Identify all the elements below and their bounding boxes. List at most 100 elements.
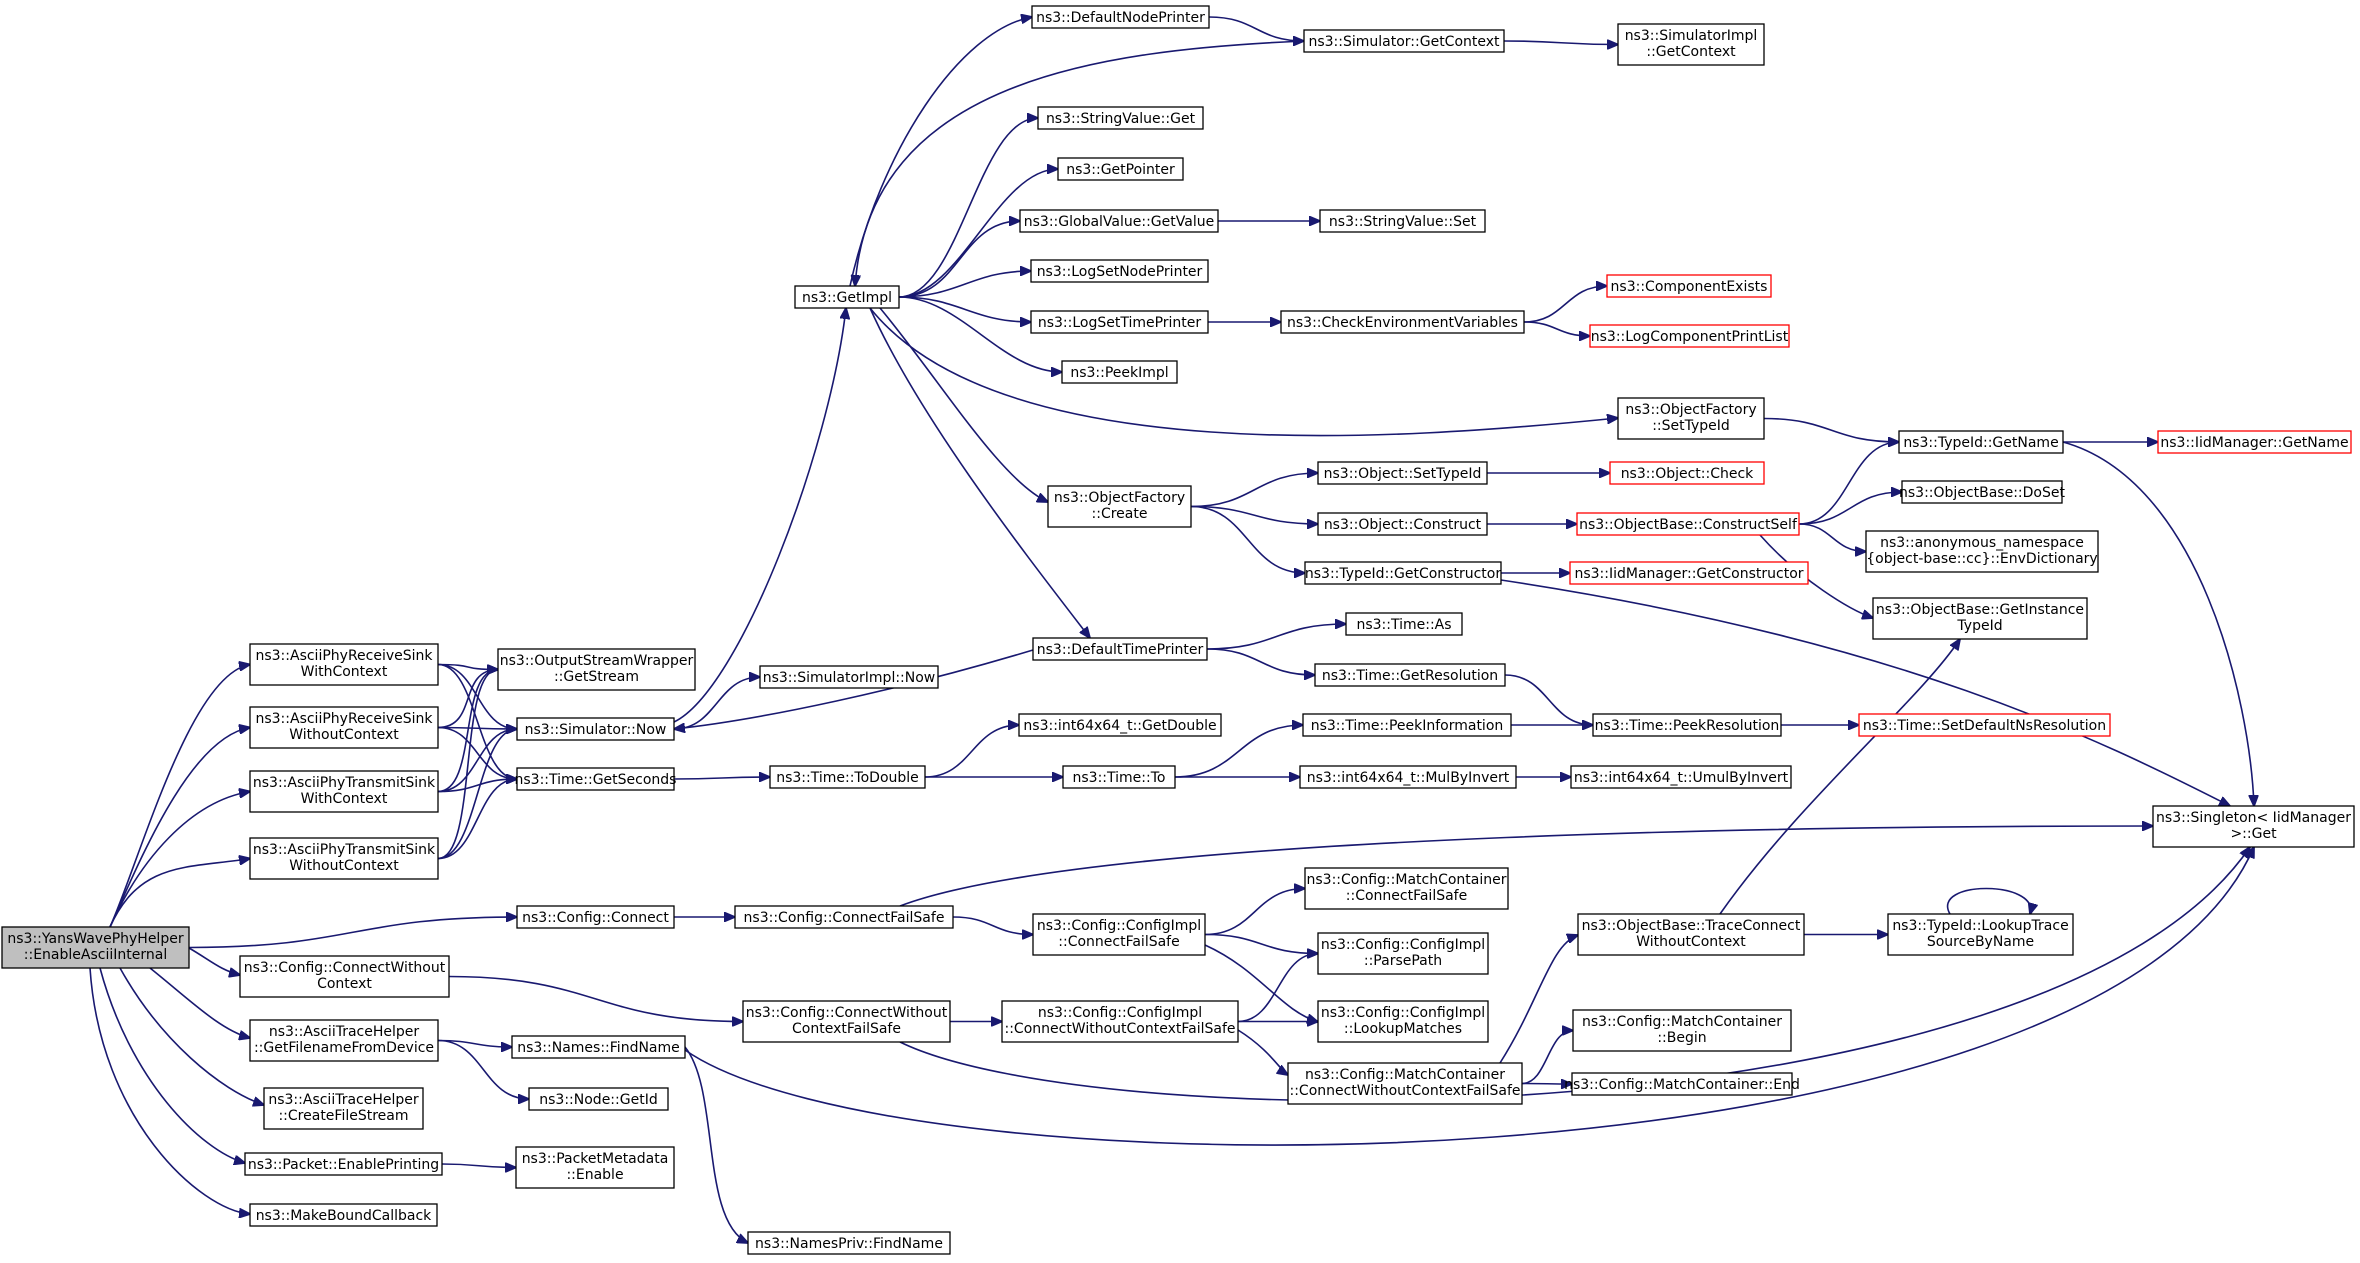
node-simimplnow[interactable]: ns3::SimulatorImpl::Now xyxy=(759,665,939,689)
node-athcreatefile[interactable]: ns3::AsciiTraceHelper::CreateFileStream xyxy=(263,1087,424,1130)
edge-ofsettypeid-tidgetname xyxy=(1763,417,1899,443)
node-box xyxy=(1617,397,1765,440)
node-mcconnectwofs[interactable]: ns3::Config::MatchContainer::ConnectWith… xyxy=(1287,1062,1523,1105)
node-timesetdefns[interactable]: ns3::Time::SetDefaultNsResolution xyxy=(1858,713,2111,737)
node-cfgconnectwo[interactable]: ns3::Config::ConnectWithoutContext xyxy=(239,955,450,998)
node-objsettypeid[interactable]: ns3::Object::SetTypeId xyxy=(1317,461,1488,485)
node-logsetnode[interactable]: ns3::LogSetNodePrinter xyxy=(1030,259,1209,283)
node-root[interactable]: ns3::YansWavePhyHelper::EnableAsciiInter… xyxy=(1,926,190,969)
node-timeto[interactable]: ns3::Time::To xyxy=(1062,765,1176,789)
node-label: ContextFailSafe xyxy=(792,1021,901,1037)
node-timeas[interactable]: ns3::Time::As xyxy=(1345,612,1463,636)
node-box xyxy=(1018,713,1222,737)
node-tidgetname[interactable]: ns3::TypeId::GetName xyxy=(1898,430,2064,454)
node-i64mulbyinv[interactable]: ns3::int64x64_t::MulByInvert xyxy=(1299,765,1517,789)
edge-ciconnectwofs-mcconnectwofs xyxy=(1237,1029,1288,1075)
node-label: ns3::CheckEnvironmentVariables xyxy=(1287,315,1518,331)
node-label: ns3::AsciiPhyTransmitSink xyxy=(253,775,436,791)
node-getsec[interactable]: ns3::Time::GetSeconds xyxy=(515,767,677,791)
node-label: ns3::GetPointer xyxy=(1066,162,1175,178)
node-label: ns3::SimulatorImpl xyxy=(1625,28,1758,44)
node-getpointer[interactable]: ns3::GetPointer xyxy=(1057,157,1184,181)
node-checkenv[interactable]: ns3::CheckEnvironmentVariables xyxy=(1280,310,1525,334)
node-singletonget[interactable]: ns3::Singleton< IidManager>::Get xyxy=(2152,805,2355,848)
node-deftimeprinter[interactable]: ns3::DefaultTimePrinter xyxy=(1032,637,1208,661)
edge-tidlookuptrace-self xyxy=(1946,887,2031,915)
node-logsettime[interactable]: ns3::LogSetTimePrinter xyxy=(1030,310,1209,334)
node-strvalget[interactable]: ns3::StringValue::Get xyxy=(1037,106,1204,130)
edge-rs_noctx-getsec xyxy=(437,726,517,780)
node-label: ns3::TypeId::LookupTrace xyxy=(1892,918,2068,934)
node-makebound[interactable]: ns3::MakeBoundCallback xyxy=(249,1203,438,1227)
node-label: ns3::Time::As xyxy=(1356,617,1451,633)
node-label: ns3::Time::ToDouble xyxy=(776,770,919,786)
node-timepeekres[interactable]: ns3::Time::PeekResolution xyxy=(1592,713,1782,737)
node-label: ns3::AsciiPhyReceiveSink xyxy=(255,648,433,664)
node-objconstruct[interactable]: ns3::Object::Construct xyxy=(1317,512,1488,536)
node-anonenv[interactable]: ns3::anonymous_namespace{object-base::cc… xyxy=(1865,530,2099,573)
node-iidgetctor[interactable]: ns3::IidManager::GetConstructor xyxy=(1569,561,1809,585)
node-timegetres[interactable]: ns3::Time::GetResolution xyxy=(1314,663,1506,687)
node-obconstructself[interactable]: ns3::ObjectBase::ConstructSelf xyxy=(1576,512,1800,536)
node-ciconnectfs[interactable]: ns3::Config::ConfigImpl::ConnectFailSafe xyxy=(1032,913,1206,956)
node-label: WithContext xyxy=(301,664,388,680)
node-mcend[interactable]: ns3::Config::MatchContainer::End xyxy=(1564,1072,1800,1096)
node-obtraceconnect[interactable]: ns3::ObjectBase::TraceConnectWithoutCont… xyxy=(1577,913,1805,956)
node-label: ::EnableAsciiInternal xyxy=(24,947,167,963)
node-compexists[interactable]: ns3::ComponentExists xyxy=(1606,274,1772,298)
node-simgetctx[interactable]: ns3::Simulator::GetContext xyxy=(1303,29,1505,53)
node-timepeekinfo[interactable]: ns3::Time::PeekInformation xyxy=(1302,713,1512,737)
node-peekimpl[interactable]: ns3::PeekImpl xyxy=(1061,360,1178,384)
node-objcheck[interactable]: ns3::Object::Check xyxy=(1609,461,1765,485)
node-gvgetvalue[interactable]: ns3::GlobalValue::GetValue xyxy=(1019,209,1219,233)
edge-getimpl-logsetnode xyxy=(898,271,1031,298)
edge-ofcreate-objsettypeid xyxy=(1190,473,1318,508)
node-logcompprint[interactable]: ns3::LogComponentPrintList xyxy=(1589,324,1790,348)
node-ows[interactable]: ns3::OutputStreamWrapper::GetStream xyxy=(497,648,696,691)
node-mcconnectfs[interactable]: ns3::Config::MatchContainer::ConnectFail… xyxy=(1304,867,1509,910)
node-i64getdouble[interactable]: ns3::int64x64_t::GetDouble xyxy=(1018,713,1222,737)
edge-checkenv-logcompprint xyxy=(1523,321,1590,336)
node-timetodouble[interactable]: ns3::Time::ToDouble xyxy=(769,765,926,789)
node-cfgconnectwofs[interactable]: ns3::Config::ConnectWithoutContextFailSa… xyxy=(742,1000,951,1043)
node-ciconnectwofs[interactable]: ns3::Config::ConfigImpl::ConnectWithoutC… xyxy=(1001,1000,1239,1043)
node-cfgconnect[interactable]: ns3::Config::Connect xyxy=(516,905,675,929)
node-i64umulbyinv[interactable]: ns3::int64x64_t::UmulByInvert xyxy=(1570,765,1792,789)
node-iidgetname[interactable]: ns3::IidManager::GetName xyxy=(2157,430,2352,454)
node-label: ns3::Config::ConfigImpl xyxy=(1321,1005,1485,1021)
node-defnodeprinter[interactable]: ns3::DefaultNodePrinter xyxy=(1031,5,1210,29)
node-getimpl[interactable]: ns3::GetImpl xyxy=(794,285,900,309)
node-box xyxy=(249,770,439,813)
node-pktmetaenable[interactable]: ns3::PacketMetadata::Enable xyxy=(515,1146,675,1189)
node-cilookupmatches[interactable]: ns3::Config::ConfigImpl::LookupMatches xyxy=(1317,1000,1489,1043)
node-cfgconnectfs[interactable]: ns3::Config::ConnectFailSafe xyxy=(734,905,954,929)
node-simimplgetctx[interactable]: ns3::SimulatorImpl::GetContext xyxy=(1617,23,1765,66)
node-ofcreate[interactable]: ns3::ObjectFactory::Create xyxy=(1047,485,1192,528)
node-pktenableprint[interactable]: ns3::Packet::EnablePrinting xyxy=(244,1152,443,1176)
node-label: ns3::AsciiPhyTransmitSink xyxy=(253,842,436,858)
node-label: ns3::Config::ConfigImpl xyxy=(1321,937,1485,953)
node-label: ::ConnectWithoutContextFailSafe xyxy=(1289,1083,1520,1099)
node-namesprivfind[interactable]: ns3::NamesPriv::FindName xyxy=(747,1231,951,1255)
node-mcbegin[interactable]: ns3::Config::MatchContainer::Begin xyxy=(1572,1009,1792,1052)
node-obdoset[interactable]: ns3::ObjectBase::DoSet xyxy=(1899,480,2065,504)
node-ciparsepath[interactable]: ns3::Config::ConfigImpl::ParsePath xyxy=(1317,932,1489,975)
node-label: ns3::Time::SetDefaultNsResolution xyxy=(1863,718,2106,734)
node-label: ns3::TypeId::GetConstructor xyxy=(1305,566,1501,582)
node-label: TypeId xyxy=(1956,618,2002,634)
node-nodegetid[interactable]: ns3::Node::GetId xyxy=(528,1087,669,1111)
node-ofsettypeid[interactable]: ns3::ObjectFactory::SetTypeId xyxy=(1617,397,1765,440)
node-simnow[interactable]: ns3::Simulator::Now xyxy=(516,717,675,741)
node-athgetfile[interactable]: ns3::AsciiTraceHelper::GetFilenameFromDe… xyxy=(249,1019,439,1062)
node-box xyxy=(1589,324,1790,348)
node-strvalset[interactable]: ns3::StringValue::Set xyxy=(1319,209,1486,233)
node-namesfind[interactable]: ns3::Names::FindName xyxy=(511,1035,686,1059)
node-tidgetctor[interactable]: ns3::TypeId::GetConstructor xyxy=(1304,561,1502,585)
node-label: ns3::ObjectBase::TraceConnect xyxy=(1582,918,1801,934)
